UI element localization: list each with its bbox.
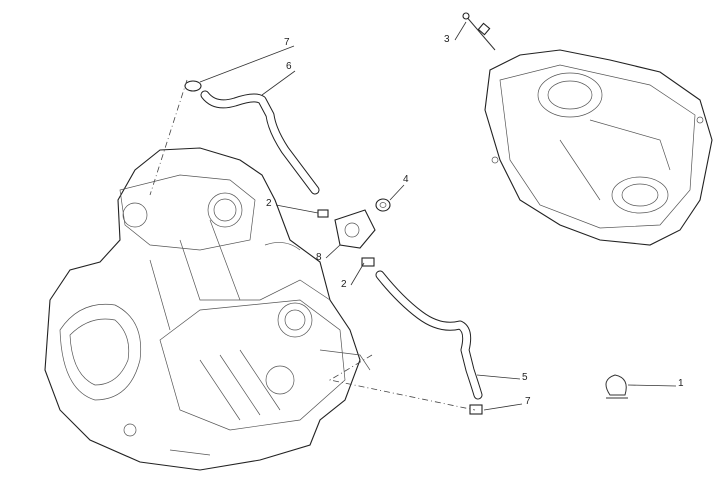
- cap-part-4: [375, 198, 391, 212]
- callout-8: 8: [316, 252, 322, 263]
- engine-assembly: [44, 147, 371, 471]
- hose-part-6: [184, 80, 320, 195]
- clamp-part-7-upper: [184, 80, 202, 92]
- callout-7-upper: 7: [284, 37, 290, 48]
- hose-part-5: [375, 270, 483, 415]
- callout-2-lower: 2: [341, 279, 347, 290]
- valve-part-8: [317, 198, 391, 267]
- callout-6: 6: [286, 61, 292, 72]
- callout-5: 5: [522, 372, 528, 383]
- callout-4: 4: [403, 174, 409, 185]
- clamp-part-7-lower: [469, 404, 483, 415]
- callout-1: 1: [678, 378, 684, 389]
- fitting-part-2-upper: [317, 209, 329, 218]
- callout-2-upper: 2: [266, 198, 272, 209]
- fitting-part-2-lower: [361, 257, 375, 267]
- airbox-cover: [484, 49, 713, 246]
- clip-part-1: [605, 374, 628, 399]
- bolt-part-3: [462, 12, 496, 51]
- callout-3: 3: [444, 34, 450, 45]
- callout-7-lower: 7: [525, 396, 531, 407]
